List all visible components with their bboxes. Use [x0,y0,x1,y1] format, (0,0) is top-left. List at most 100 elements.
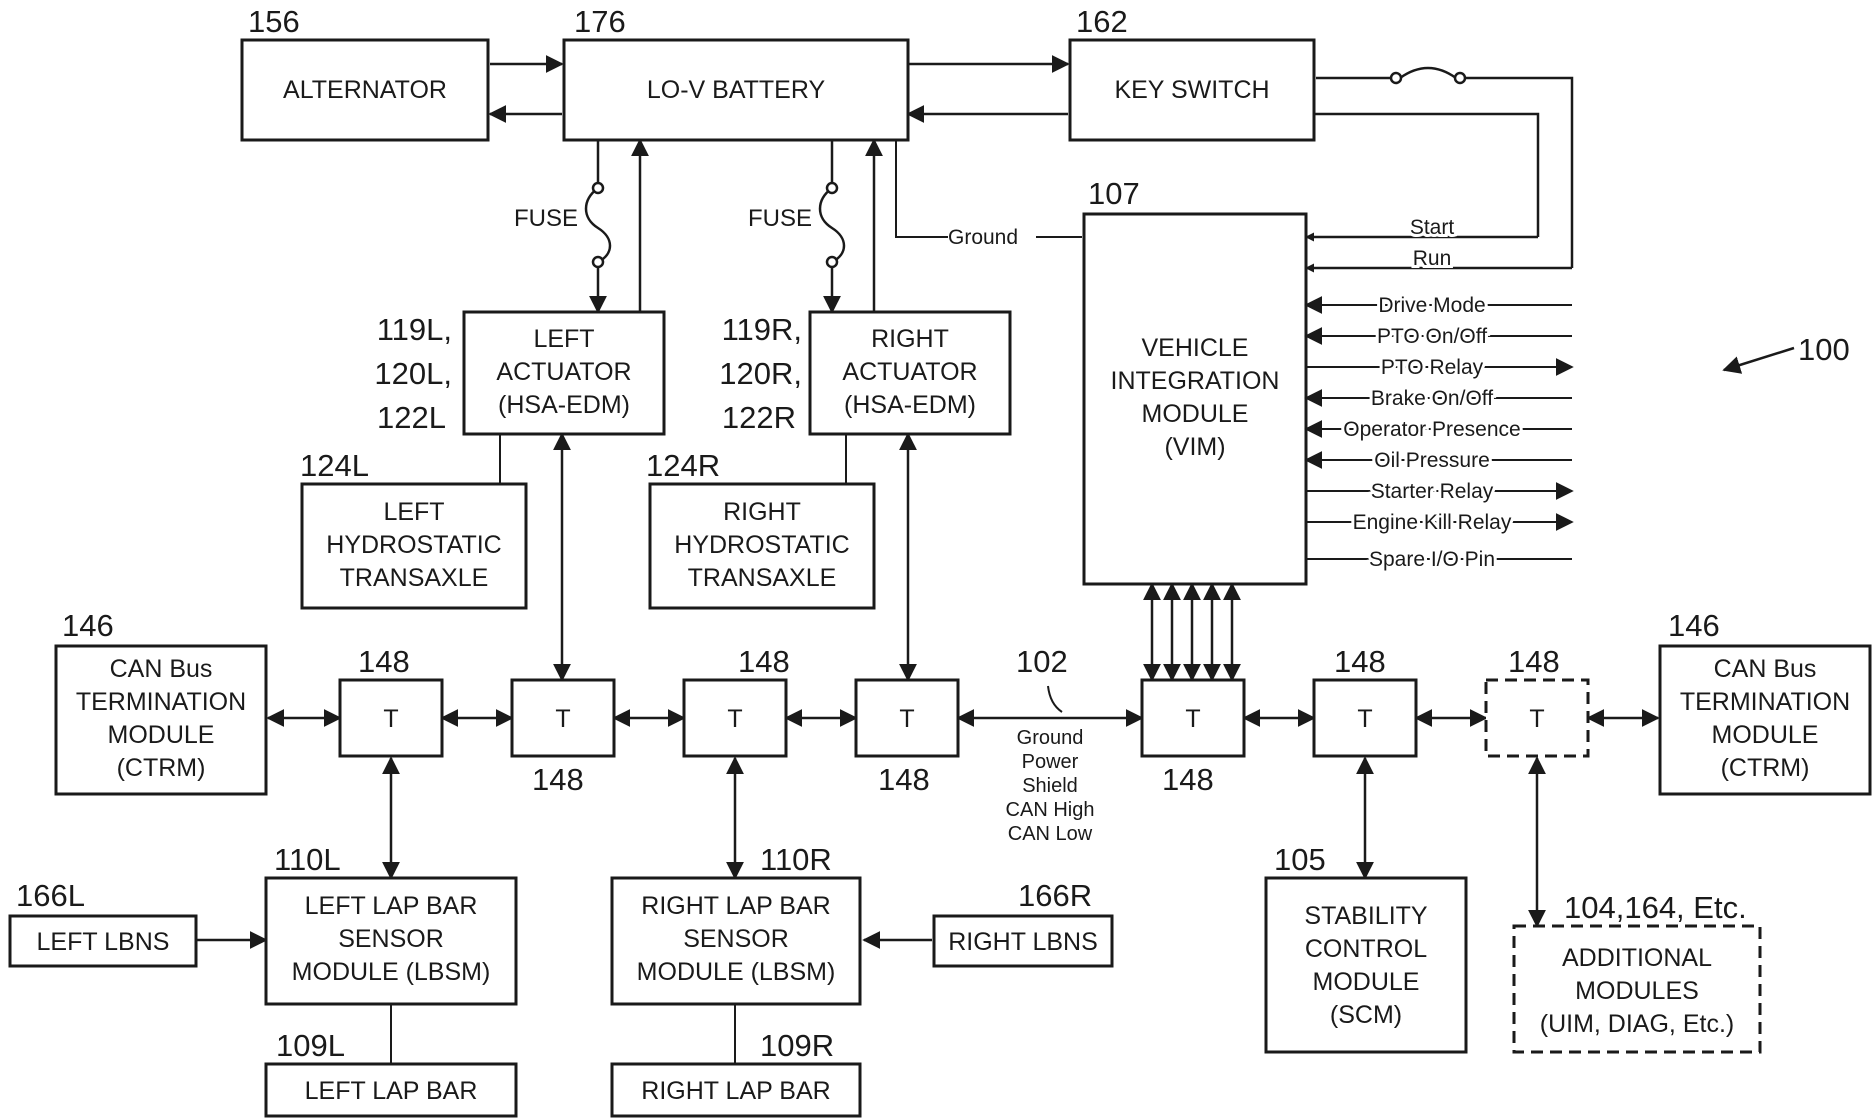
svg-text:SENSOR: SENSOR [683,925,789,953]
fuse-label-left: FUSE [514,205,578,232]
svg-text:ADDITIONAL: ADDITIONAL [1562,944,1712,972]
svg-text:TERMINATION: TERMINATION [1680,688,1850,716]
svg-text:Power: Power [1022,751,1079,773]
svg-text:MODULE: MODULE [1712,721,1819,749]
svg-text:(VIM): (VIM) [1164,433,1225,461]
fuse-label-right: FUSE [748,205,812,232]
svg-text:148: 148 [1162,762,1214,797]
svg-text:MODULE (LBSM): MODULE (LBSM) [292,958,491,986]
svg-text:105: 105 [1274,842,1326,877]
svg-text:T: T [1185,705,1200,733]
svg-text:CAN High: CAN High [1006,799,1095,821]
svg-text:(SCM): (SCM) [1330,1001,1402,1029]
svg-text:SENSOR: SENSOR [338,925,444,953]
svg-text:(CTRM): (CTRM) [117,754,206,782]
key-switch-label: KEY SWITCH [1114,76,1269,104]
svg-text:MODULE (LBSM): MODULE (LBSM) [637,958,836,986]
svg-text:120L,: 120L, [374,356,452,391]
svg-text:119R,: 119R, [722,312,802,347]
svg-text:RIGHT: RIGHT [723,498,801,526]
svg-text:MODULES: MODULES [1575,977,1699,1005]
svg-text:110R: 110R [760,842,832,877]
svg-text:148: 148 [532,762,584,797]
svg-text:MODULE: MODULE [108,721,215,749]
vim-signal-label-3: PTO On/Off [1377,325,1487,348]
svg-text:110L: 110L [274,842,341,877]
svg-text:122R: 122R [722,400,796,435]
svg-text:100: 100 [1798,332,1850,367]
vim-signal-label-7: Oil Pressure [1374,449,1490,472]
vim-signal-label-5: Brake On/Off [1371,387,1493,410]
svg-text:T: T [727,705,742,733]
vim-signal-label-8: Starter Relay [1371,480,1494,503]
svg-text:T: T [899,705,914,733]
vim-signal-label-2: Drive Mode [1378,294,1485,317]
svg-text:124R: 124R [646,448,720,483]
vim-signal-label-9: Engine Kill Relay [1353,511,1512,534]
vim-bus-links [1152,584,1232,680]
svg-text:(UIM, DIAG, Etc.): (UIM, DIAG, Etc.) [1540,1010,1734,1038]
svg-text:104,164, Etc.: 104,164, Etc. [1564,890,1747,925]
svg-text:T: T [383,705,398,733]
svg-text:(CTRM): (CTRM) [1721,754,1810,782]
svg-text:ACTUATOR: ACTUATOR [842,358,977,386]
right-lap-bar-label: RIGHT LAP BAR [641,1077,830,1105]
svg-text:TRANSAXLE: TRANSAXLE [688,564,837,592]
svg-text:TRANSAXLE: TRANSAXLE [340,564,489,592]
svg-text:148: 148 [1334,644,1386,679]
right-lbns-label: RIGHT LBNS [948,928,1098,956]
vim-signal-label-1: Run [1413,247,1452,270]
svg-text:107: 107 [1088,176,1140,211]
vim-signal-label-10: Spare I/O Pin [1369,548,1495,571]
svg-text:CAN Bus: CAN Bus [110,655,213,683]
svg-text:148: 148 [878,762,930,797]
svg-text:124L: 124L [300,448,369,483]
svg-text:HYDROSTATIC: HYDROSTATIC [674,531,849,559]
svg-text:LEFT: LEFT [383,498,444,526]
vim-box [1084,214,1306,584]
vim-signal-label-4: PTO Relay [1381,356,1484,379]
svg-text:HYDROSTATIC: HYDROSTATIC [326,531,501,559]
svg-text:MODULE: MODULE [1313,968,1420,996]
svg-text:Shield: Shield [1022,775,1078,797]
svg-text:RIGHT: RIGHT [871,325,949,353]
svg-text:(HSA-EDM): (HSA-EDM) [844,391,976,419]
svg-text:166L: 166L [16,878,85,913]
svg-text:T: T [555,705,570,733]
svg-text:119L,: 119L, [377,312,452,347]
left-lbns-label: LEFT LBNS [37,928,170,956]
svg-text:156: 156 [248,4,300,39]
svg-text:Ground: Ground [1017,727,1084,749]
svg-text:VEHICLE: VEHICLE [1142,334,1249,362]
svg-text:109R: 109R [760,1028,834,1063]
svg-text:LEFT LAP BAR: LEFT LAP BAR [305,892,478,920]
svg-text:T: T [1357,705,1372,733]
svg-text:176: 176 [574,4,626,39]
svg-text:CAN Bus: CAN Bus [1714,655,1817,683]
svg-text:INTEGRATION: INTEGRATION [1111,367,1280,395]
can-bus-line [268,686,1658,718]
svg-text:146: 146 [1668,608,1720,643]
svg-text:(HSA-EDM): (HSA-EDM) [498,391,630,419]
bus-conductor-labels: Ground Power Shield CAN High CAN Low [1006,727,1095,845]
svg-text:166R: 166R [1018,878,1092,913]
svg-text:CONTROL: CONTROL [1305,935,1427,963]
svg-text:109L: 109L [276,1028,345,1063]
vim-signal-label-6: Operator Presence [1343,418,1520,441]
svg-text:TERMINATION: TERMINATION [76,688,246,716]
svg-text:CAN Low: CAN Low [1008,823,1093,845]
alternator-label: ALTERNATOR [283,76,447,104]
svg-text:120R,: 120R, [719,356,802,391]
svg-text:148: 148 [738,644,790,679]
system-ref-arrow [1724,348,1794,370]
svg-text:148: 148 [358,644,410,679]
svg-text:122L: 122L [377,400,446,435]
battery-label: LO-V BATTERY [647,76,826,104]
svg-text:146: 146 [62,608,114,643]
svg-text:LEFT: LEFT [533,325,594,353]
svg-text:T: T [1529,705,1544,733]
svg-text:148: 148 [1508,644,1560,679]
vim-signal-label-0: Start [1410,216,1455,239]
ground-label: Ground [948,226,1018,249]
